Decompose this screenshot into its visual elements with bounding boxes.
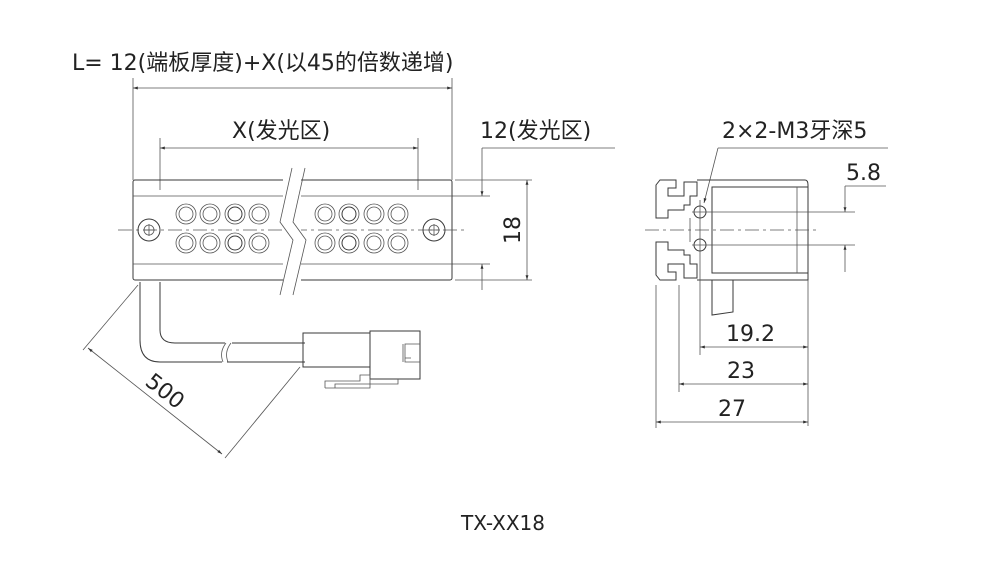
end-label: 12(发光区) <box>480 119 591 144</box>
led-lens <box>390 235 406 251</box>
led <box>199 203 221 225</box>
led-lens <box>202 235 218 251</box>
led-lens <box>366 206 382 222</box>
led-lens <box>178 235 194 251</box>
led <box>387 203 409 225</box>
dim-5-8: 5.8 <box>846 161 881 186</box>
led <box>224 232 246 254</box>
led <box>387 232 409 254</box>
led-lens <box>202 206 218 222</box>
end-dimension: 12(发光区) <box>452 119 615 290</box>
model-caption: TX-XX18 <box>460 511 545 535</box>
led <box>199 232 221 254</box>
mount-hole-right <box>422 218 446 242</box>
led <box>248 203 270 225</box>
light-bar-front-view <box>118 165 465 300</box>
height-dimension: 18 <box>455 179 532 281</box>
led-lens <box>341 206 357 222</box>
led <box>314 203 336 225</box>
led-lens <box>317 206 333 222</box>
led-lens <box>251 235 267 251</box>
led-lens <box>227 206 243 222</box>
led <box>175 203 197 225</box>
led-lens <box>390 206 406 222</box>
mount-hole-left <box>137 218 161 242</box>
led <box>363 203 385 225</box>
led <box>338 232 360 254</box>
led-lens <box>341 235 357 251</box>
cable-length-dimension: 500 <box>82 284 301 459</box>
thread-note: 2×2-M3牙深5 <box>722 119 867 144</box>
dim-27: 27 <box>718 397 746 422</box>
led <box>175 232 197 254</box>
height-label: 18 <box>501 216 526 244</box>
length-formula: L= 12(端板厚度)+X(以45的倍数递增) <box>72 51 454 76</box>
x-dimension: X(发光区) <box>159 119 419 190</box>
led <box>338 203 360 225</box>
cable-and-connector <box>139 282 421 389</box>
dim-23: 23 <box>727 359 755 384</box>
cable-length-label: 500 <box>140 369 188 415</box>
led <box>224 203 246 225</box>
led-lens <box>178 206 194 222</box>
led-lens <box>317 235 333 251</box>
led-lens <box>251 206 267 222</box>
dim-19-2: 19.2 <box>726 322 775 347</box>
length-dimension <box>132 78 453 180</box>
led <box>363 232 385 254</box>
x-label: X(发光区) <box>232 119 330 144</box>
led-lens <box>366 235 382 251</box>
led-array <box>175 203 409 254</box>
side-view: 2×2-M3牙深5 5.8 19.2 23 27 <box>645 119 888 428</box>
led <box>314 232 336 254</box>
led-lens <box>227 235 243 251</box>
led <box>248 232 270 254</box>
